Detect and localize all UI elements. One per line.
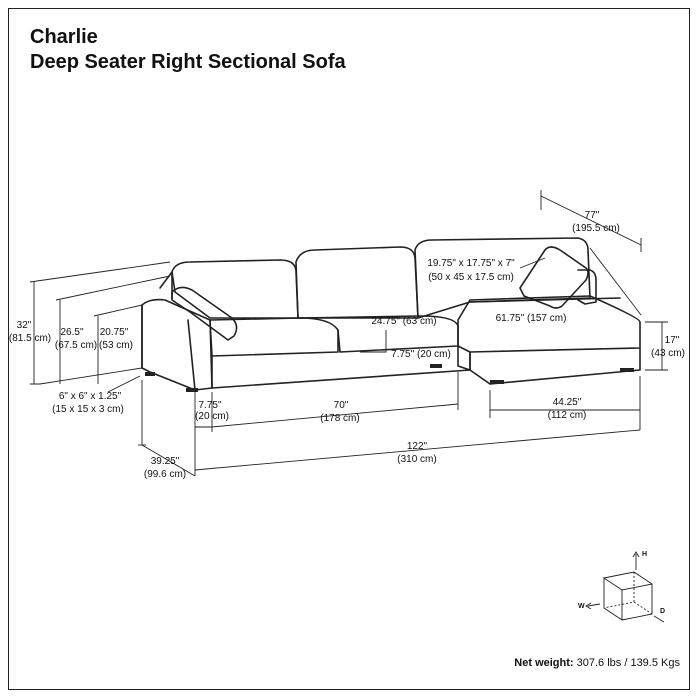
arm-height-cm: (53 cm) [99,340,133,351]
chaise-seat-in: 44.25" [553,397,582,408]
leg-size-in: 6" x 6" x 1.25" [59,391,122,402]
net-weight-value: 307.6 lbs / 139.5 Kgs [573,657,680,669]
dim-line-chaise-depth [540,195,642,246]
seat-cushion-left [209,317,339,357]
axis-d-label: D [660,608,665,615]
net-weight-label: Net weight: [514,657,574,669]
seat-cushion-chaise [457,295,641,353]
leg-chaise-right [620,368,634,372]
leg-front-left [186,388,198,392]
pillow-right [519,246,589,309]
dim-line-seat-width [211,403,459,428]
chaise-depth-cm: (195.5 cm) [572,223,620,234]
leg-size-cm: (15 x 15 x 3 cm) [52,404,124,415]
product-name: Charlie [30,26,98,48]
axis-w-label: W [578,603,585,610]
net-weight: Net weight: 307.6 lbs / 139.5 Kgs [514,657,680,669]
total-width-cm: (310 cm) [397,454,436,465]
seat-height-in: 17" [665,335,680,346]
depth-cm: (99.6 cm) [144,469,186,480]
arm-width-in: 7.75" [198,400,221,411]
seat-width-cm: (178 cm) [320,413,359,424]
leg-middle [430,364,442,368]
pillow-left [171,286,238,341]
arm-width-cm: (20 cm) [195,411,229,422]
seat-height-cm: (43 cm) [651,348,685,359]
chaise-depth-in: 77" [585,210,600,221]
back-height-in: 26.5" [60,327,83,338]
chaise-base [469,347,641,385]
height-cm: (81.5 cm) [9,333,51,344]
chaise-seat-cm: (112 cm) [548,410,587,421]
arm-height-in: 20.75" [100,327,129,338]
depth-in: 39.25" [151,456,180,467]
page-frame [8,8,690,690]
left-arm-front-line [187,319,196,391]
axis-cube-icon [585,551,665,623]
pillow-size-cm: (50 x 45 x 17.5 cm) [428,272,514,283]
dim-line-total [194,429,641,471]
back-height-cm: (67.5 cm) [55,340,97,351]
back-cushion-middle [295,246,419,319]
total-width-in: 122" [407,441,428,452]
chaise-width-label: 61.75" (157 cm) [496,313,567,324]
chaise-seat-top [469,297,621,303]
cushion-leader [360,330,387,353]
left-arm-back [159,271,173,299]
seat-width-in: 70" [334,400,349,411]
pillow-size-in: 19.75" x 17.75" x 7" [427,258,515,269]
right-back-arm [577,269,597,305]
height-in: 32" [17,320,32,331]
product-subtitle: Deep Seater Right Sectional Sofa [30,51,346,73]
axis-h-label: H [642,551,647,558]
left-arm-top [141,298,213,391]
leg-chaise-front [490,380,504,384]
chaise-front-edge [457,345,471,371]
leg-back-left [145,372,155,376]
cushion-depth-label: 7.75" (20 cm) [391,349,451,360]
back-cushion-right [414,237,591,319]
leg-leader [107,375,141,393]
seat-depth-label: 24.75" (63 cm) [371,316,436,327]
